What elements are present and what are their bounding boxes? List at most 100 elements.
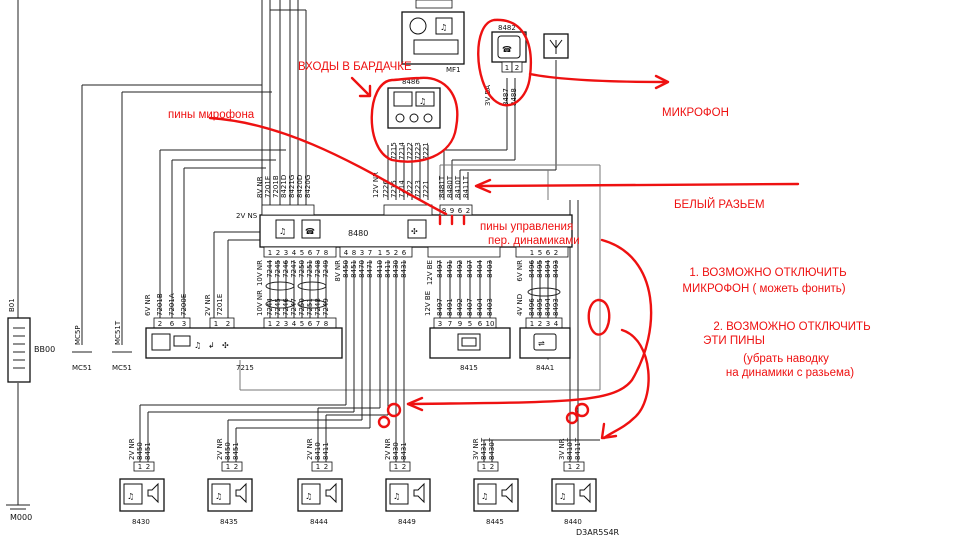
hu-bottom-pin: 8494: [544, 259, 552, 277]
svg-text:2: 2: [226, 320, 230, 328]
speaker-pin: 8411T: [574, 437, 582, 460]
mic-label: 8482: [498, 24, 516, 32]
aux-pin-0: 7215: [390, 142, 398, 160]
speaker-label: 8445: [486, 518, 504, 526]
svg-text:1: 1: [530, 320, 534, 328]
svg-text:1: 1: [138, 463, 142, 471]
hu-bottom-pin: 7248: [314, 260, 322, 278]
mod7215-a-label: 6V NR: [144, 294, 152, 316]
hu-bottom-pin: 8496: [528, 259, 536, 277]
mod7215-pin: 7200E: [180, 294, 188, 316]
svg-text:♫: ♫: [194, 341, 201, 350]
svg-text:♫: ♫: [440, 23, 447, 32]
svg-text:♫: ♫: [481, 492, 488, 501]
svg-text:7: 7: [448, 320, 452, 328]
hu-bottom-pin: 8403: [486, 260, 494, 278]
svg-text:9: 9: [458, 320, 462, 328]
mod8415-pin: 8404: [476, 298, 484, 316]
hu-top-mid-label: 12V NR: [372, 172, 380, 198]
speaker-pin: 8430: [392, 442, 400, 460]
bb00-label: BB00: [34, 345, 55, 354]
head-unit-label: 8480: [348, 229, 368, 238]
svg-text:2: 2: [402, 463, 406, 471]
mc5p-label: MC5P: [74, 325, 82, 345]
annotation-option1-line2: МИКРОФОН ( можеть фонить): [682, 283, 845, 295]
svg-text:☎: ☎: [305, 227, 315, 236]
svg-text:3: 3: [360, 249, 364, 257]
mod7215-pin: 7251: [306, 298, 314, 316]
annotation-microphone: МИКРОФОН: [662, 107, 729, 119]
svg-text:6: 6: [308, 320, 313, 328]
hu-bottom-label: 10V NR: [256, 260, 264, 286]
mod84a1-pin: 8495: [536, 298, 544, 316]
speaker-pin: 8431: [400, 442, 408, 460]
mod7215-b-label: 2V NR: [204, 294, 212, 316]
wiring-lines: [17, 0, 601, 505]
svg-text:♫: ♫: [215, 492, 222, 501]
speaker-conn-label: 3V NR: [472, 438, 480, 460]
svg-text:✣: ✣: [411, 227, 418, 236]
hu-bottom-pin: 8410: [376, 260, 384, 278]
speaker-pin: 8411: [322, 442, 330, 460]
hu-bottom-pin: 8492: [456, 260, 464, 278]
svg-text:6: 6: [546, 249, 551, 257]
svg-text:♫: ♫: [127, 492, 134, 501]
speaker-pin: 8451: [144, 442, 152, 460]
hu-bottom-pin: 7244: [266, 259, 274, 277]
hu-top-pin: 7222: [406, 180, 414, 198]
svg-text:♫: ♫: [305, 492, 312, 501]
svg-text:10: 10: [486, 320, 495, 328]
svg-text:1: 1: [482, 463, 486, 471]
mod7215-c-label: 10V NR: [256, 290, 264, 316]
hu-top-pin: 8420D: [296, 175, 304, 198]
mc51t-label: MC51T: [114, 320, 122, 345]
hu-bottom-label: 8V NR: [334, 260, 342, 282]
svg-text:2: 2: [394, 249, 398, 257]
mod7215-pin: 7245: [274, 298, 282, 316]
hu-bottom-pin: 8404: [476, 259, 484, 277]
mod84a1-label: 4V ND: [516, 294, 524, 316]
microphone-8482: ☎ 8482 1 2 3V BA 8487 8488: [484, 24, 527, 106]
svg-text:1: 1: [268, 320, 272, 328]
svg-text:8: 8: [352, 249, 356, 257]
svg-text:1: 1: [568, 463, 572, 471]
annotation-speaker-pins-2: пер. динамиками: [488, 235, 580, 247]
mod7215-pin: 7249: [322, 298, 330, 316]
svg-text:6: 6: [458, 207, 463, 215]
mod8415-pin: 8407: [466, 298, 474, 316]
svg-text:♫: ♫: [279, 227, 286, 236]
hu-bottom-pin: 8493: [552, 260, 560, 278]
hu-bottom-label: 6V NR: [516, 260, 524, 282]
annotation-white-connector: БЕЛЫЙ РАЗЬЕМ: [674, 198, 765, 211]
hu-bottom-pin: 7247: [290, 260, 298, 278]
hu-bottom-pin: 8407: [466, 260, 474, 278]
hu-bottom-pin: 7251: [306, 260, 314, 278]
speaker-pin: 8450: [136, 442, 144, 460]
speaker-pin: 8430T: [488, 437, 496, 460]
hu-bottom-pin: 8471: [366, 260, 374, 278]
annotation-glovebox: ВХОДЫ В БАРДАЧКЕ: [298, 61, 412, 73]
speaker-label: 8430: [132, 518, 150, 526]
hu-bottom-pin: 8430: [392, 260, 400, 278]
svg-text:3: 3: [546, 320, 550, 328]
mod7215-pin: 7246: [282, 298, 290, 316]
annotation-option2-line1: 2. ВОЗМОЖНО ОТКЛЮЧИТЬ: [713, 321, 870, 333]
hu-bottom-label: 12V BE: [426, 260, 434, 285]
speaker-pin: 8451: [232, 442, 240, 460]
svg-text:4: 4: [292, 249, 297, 257]
svg-text:7: 7: [316, 320, 320, 328]
mod8415-pin: 8497: [436, 298, 444, 316]
hu-top-pin: 8410T: [454, 175, 462, 198]
speaker-conn-label: 2V NR: [216, 438, 224, 460]
hu-bottom-pin: 8411: [384, 260, 392, 278]
svg-text:2: 2: [515, 64, 519, 72]
svg-text:3: 3: [284, 249, 288, 257]
mod84a1-pin: 8493: [552, 298, 560, 316]
speaker-conn-label: 2V NR: [306, 438, 314, 460]
svg-text:♫: ♫: [419, 97, 426, 106]
hu-bottom-pin: 8495: [536, 260, 544, 278]
svg-text:2: 2: [146, 463, 150, 471]
